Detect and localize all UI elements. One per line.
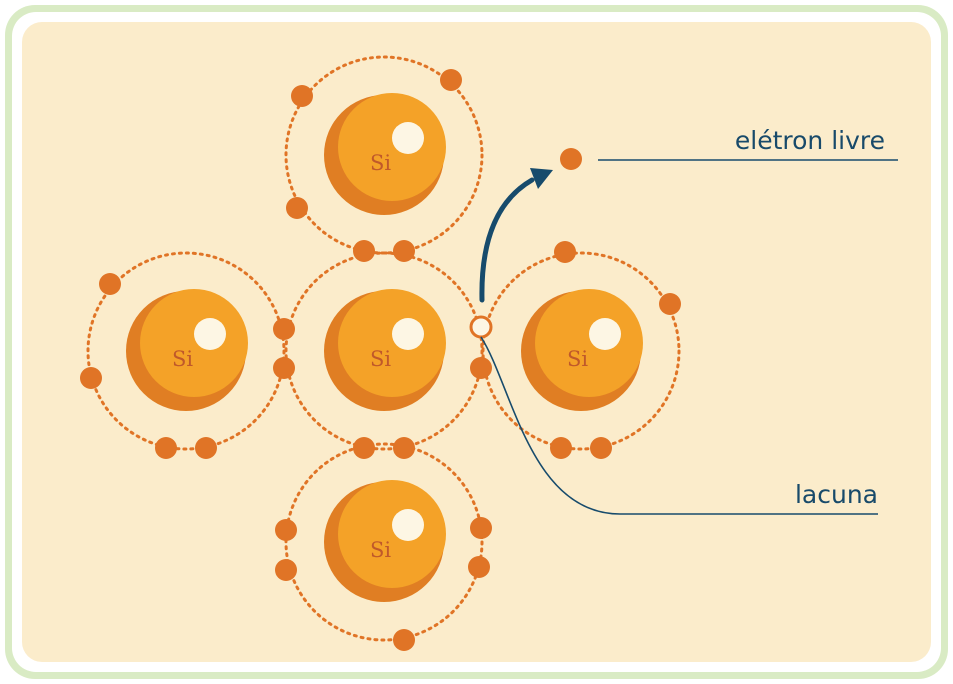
bond-electron — [273, 357, 295, 379]
hole-leader-line — [480, 336, 878, 515]
nucleus-highlight — [338, 289, 446, 397]
electron — [195, 437, 217, 459]
bond-electron — [273, 318, 295, 340]
shine-dot — [392, 318, 424, 350]
shine-dot — [194, 318, 226, 350]
electron — [155, 437, 177, 459]
electron — [80, 367, 102, 389]
electron — [286, 197, 308, 219]
shine-dot — [392, 122, 424, 154]
electron — [468, 556, 490, 578]
electron — [275, 519, 297, 541]
silicon-atom-top: Si — [324, 93, 446, 215]
hole-label: lacuna — [795, 480, 878, 509]
atom-symbol: Si — [567, 347, 588, 371]
electron — [275, 559, 297, 581]
electron-escape-arrow — [479, 177, 535, 303]
electron — [554, 241, 576, 263]
hole-marker — [469, 315, 493, 339]
orbit-left — [86, 251, 286, 451]
bond-electron — [353, 437, 375, 459]
electron — [659, 293, 681, 315]
atom-symbol: Si — [370, 347, 391, 371]
electron — [291, 85, 313, 107]
electron — [393, 629, 415, 651]
shine-dot — [392, 509, 424, 541]
orbit-bottom — [284, 442, 484, 642]
silicon-atom-left: Si — [126, 289, 248, 411]
atom-symbol: Si — [370, 538, 391, 562]
nucleus-highlight — [338, 93, 446, 201]
nucleus-highlight — [140, 289, 248, 397]
nucleus-highlight — [535, 289, 643, 397]
orbits — [86, 55, 681, 642]
silicon-atom-center: Si — [324, 289, 446, 411]
orbit-right — [481, 251, 681, 451]
silicon-atom-right: Si — [521, 289, 643, 411]
bond-electron — [470, 357, 492, 379]
electron — [440, 69, 462, 91]
bond-electron — [393, 437, 415, 459]
electron — [99, 273, 121, 295]
bond-electron — [353, 240, 375, 262]
bond-electron — [393, 240, 415, 262]
nucleus-highlight — [338, 480, 446, 588]
atom-symbol: Si — [172, 347, 193, 371]
electron — [590, 437, 612, 459]
atom-symbol: Si — [370, 151, 391, 175]
arrow-head — [530, 168, 553, 189]
valence-electrons — [80, 69, 681, 651]
free-electron — [560, 148, 582, 170]
electron — [470, 517, 492, 539]
silicon-atom-bottom: Si — [324, 480, 446, 602]
electron — [550, 437, 572, 459]
shine-dot — [589, 318, 621, 350]
free-electron-label: elétron livre — [735, 126, 885, 155]
diagram-background — [22, 22, 931, 662]
